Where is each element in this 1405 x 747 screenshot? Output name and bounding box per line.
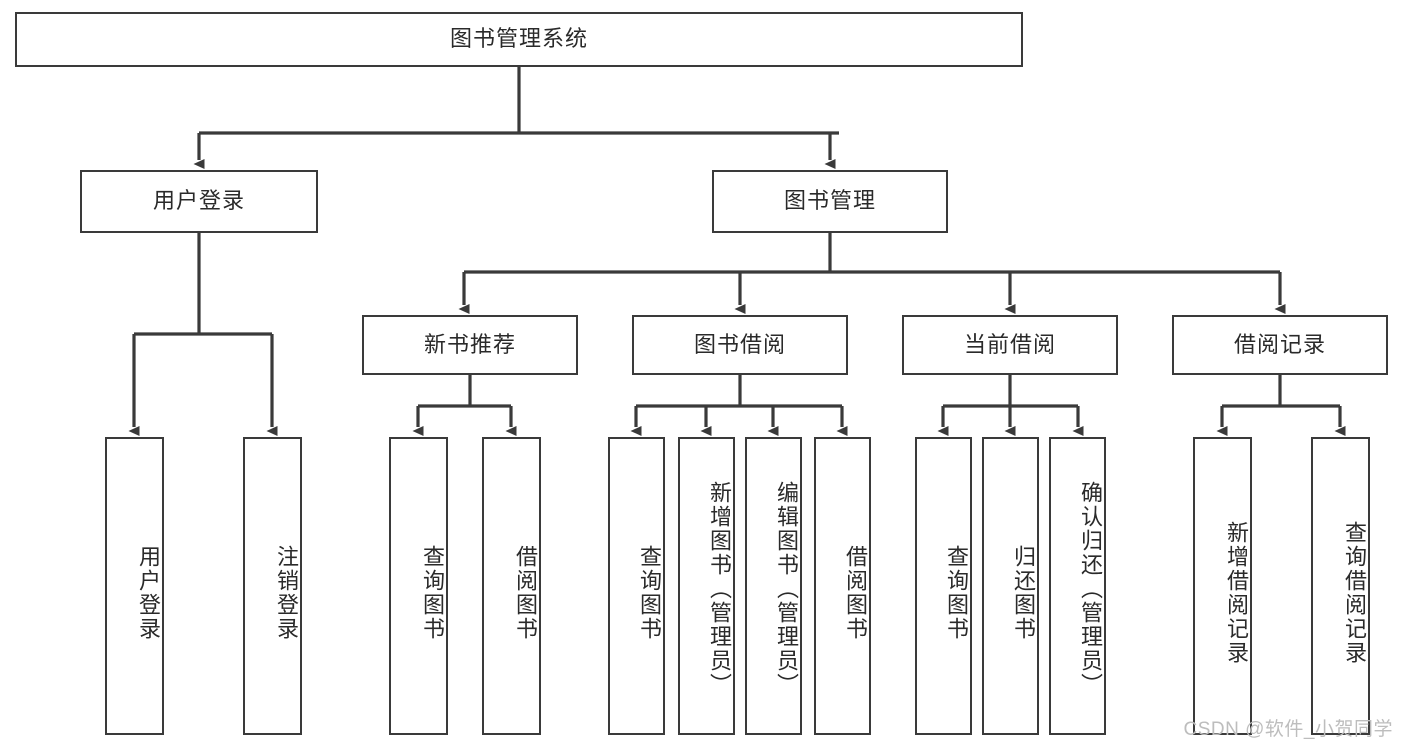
node-label: 新增图书（管理员） bbox=[707, 481, 732, 697]
node-label: 查询图书 bbox=[637, 545, 662, 641]
leaf-query-book-borrow[interactable]: 查询图书 bbox=[608, 437, 665, 735]
node-label: 归还图书 bbox=[1011, 545, 1036, 641]
node-book-manage[interactable]: 图书管理 bbox=[712, 170, 948, 233]
node-label: 图书借阅 bbox=[693, 331, 786, 357]
node-label: 借阅图书 bbox=[843, 545, 868, 641]
watermark-text: CSDN @软件_小贺同学 bbox=[1183, 719, 1393, 740]
leaf-query-book-recommend[interactable]: 查询图书 bbox=[389, 437, 448, 735]
node-label: 注销登录 bbox=[274, 545, 299, 641]
node-label: 图书管理 bbox=[783, 188, 876, 214]
node-label: 用户登录 bbox=[136, 545, 161, 641]
node-label: 查询借阅记录 bbox=[1342, 521, 1367, 665]
leaf-borrow-book-recommend[interactable]: 借阅图书 bbox=[482, 437, 541, 735]
node-borrow-record[interactable]: 借阅记录 bbox=[1172, 315, 1388, 375]
node-label: 借阅图书 bbox=[513, 545, 538, 641]
node-user-login[interactable]: 用户登录 bbox=[80, 170, 318, 233]
leaf-logout-login[interactable]: 注销登录 bbox=[243, 437, 302, 735]
node-label: 查询图书 bbox=[420, 545, 445, 641]
leaf-query-book-current[interactable]: 查询图书 bbox=[915, 437, 972, 735]
node-label: 图书管理系统 bbox=[449, 26, 588, 52]
leaf-query-borrow-record[interactable]: 查询借阅记录 bbox=[1311, 437, 1370, 735]
leaf-return-book[interactable]: 归还图书 bbox=[982, 437, 1039, 735]
node-current-borrow[interactable]: 当前借阅 bbox=[902, 315, 1118, 375]
node-label: 编辑图书（管理员） bbox=[774, 481, 799, 697]
node-root-system[interactable]: 图书管理系统 bbox=[15, 12, 1023, 67]
leaf-add-book[interactable]: 新增图书（管理员） bbox=[678, 437, 735, 735]
node-label: 新书推荐 bbox=[423, 331, 516, 357]
node-label: 确认归还（管理员） bbox=[1078, 481, 1103, 697]
node-label: 新增借阅记录 bbox=[1224, 521, 1249, 665]
leaf-add-borrow-record[interactable]: 新增借阅记录 bbox=[1193, 437, 1252, 735]
leaf-borrow-book-borrow[interactable]: 借阅图书 bbox=[814, 437, 871, 735]
leaf-confirm-return[interactable]: 确认归还（管理员） bbox=[1049, 437, 1106, 735]
node-label: 借阅记录 bbox=[1233, 331, 1326, 357]
leaf-edit-book[interactable]: 编辑图书（管理员） bbox=[745, 437, 802, 735]
leaf-user-login[interactable]: 用户登录 bbox=[105, 437, 164, 735]
node-label: 当前借阅 bbox=[963, 331, 1056, 357]
node-label: 查询图书 bbox=[944, 545, 969, 641]
node-book-borrow[interactable]: 图书借阅 bbox=[632, 315, 848, 375]
node-label: 用户登录 bbox=[152, 188, 245, 214]
node-new-book-recommend[interactable]: 新书推荐 bbox=[362, 315, 578, 375]
